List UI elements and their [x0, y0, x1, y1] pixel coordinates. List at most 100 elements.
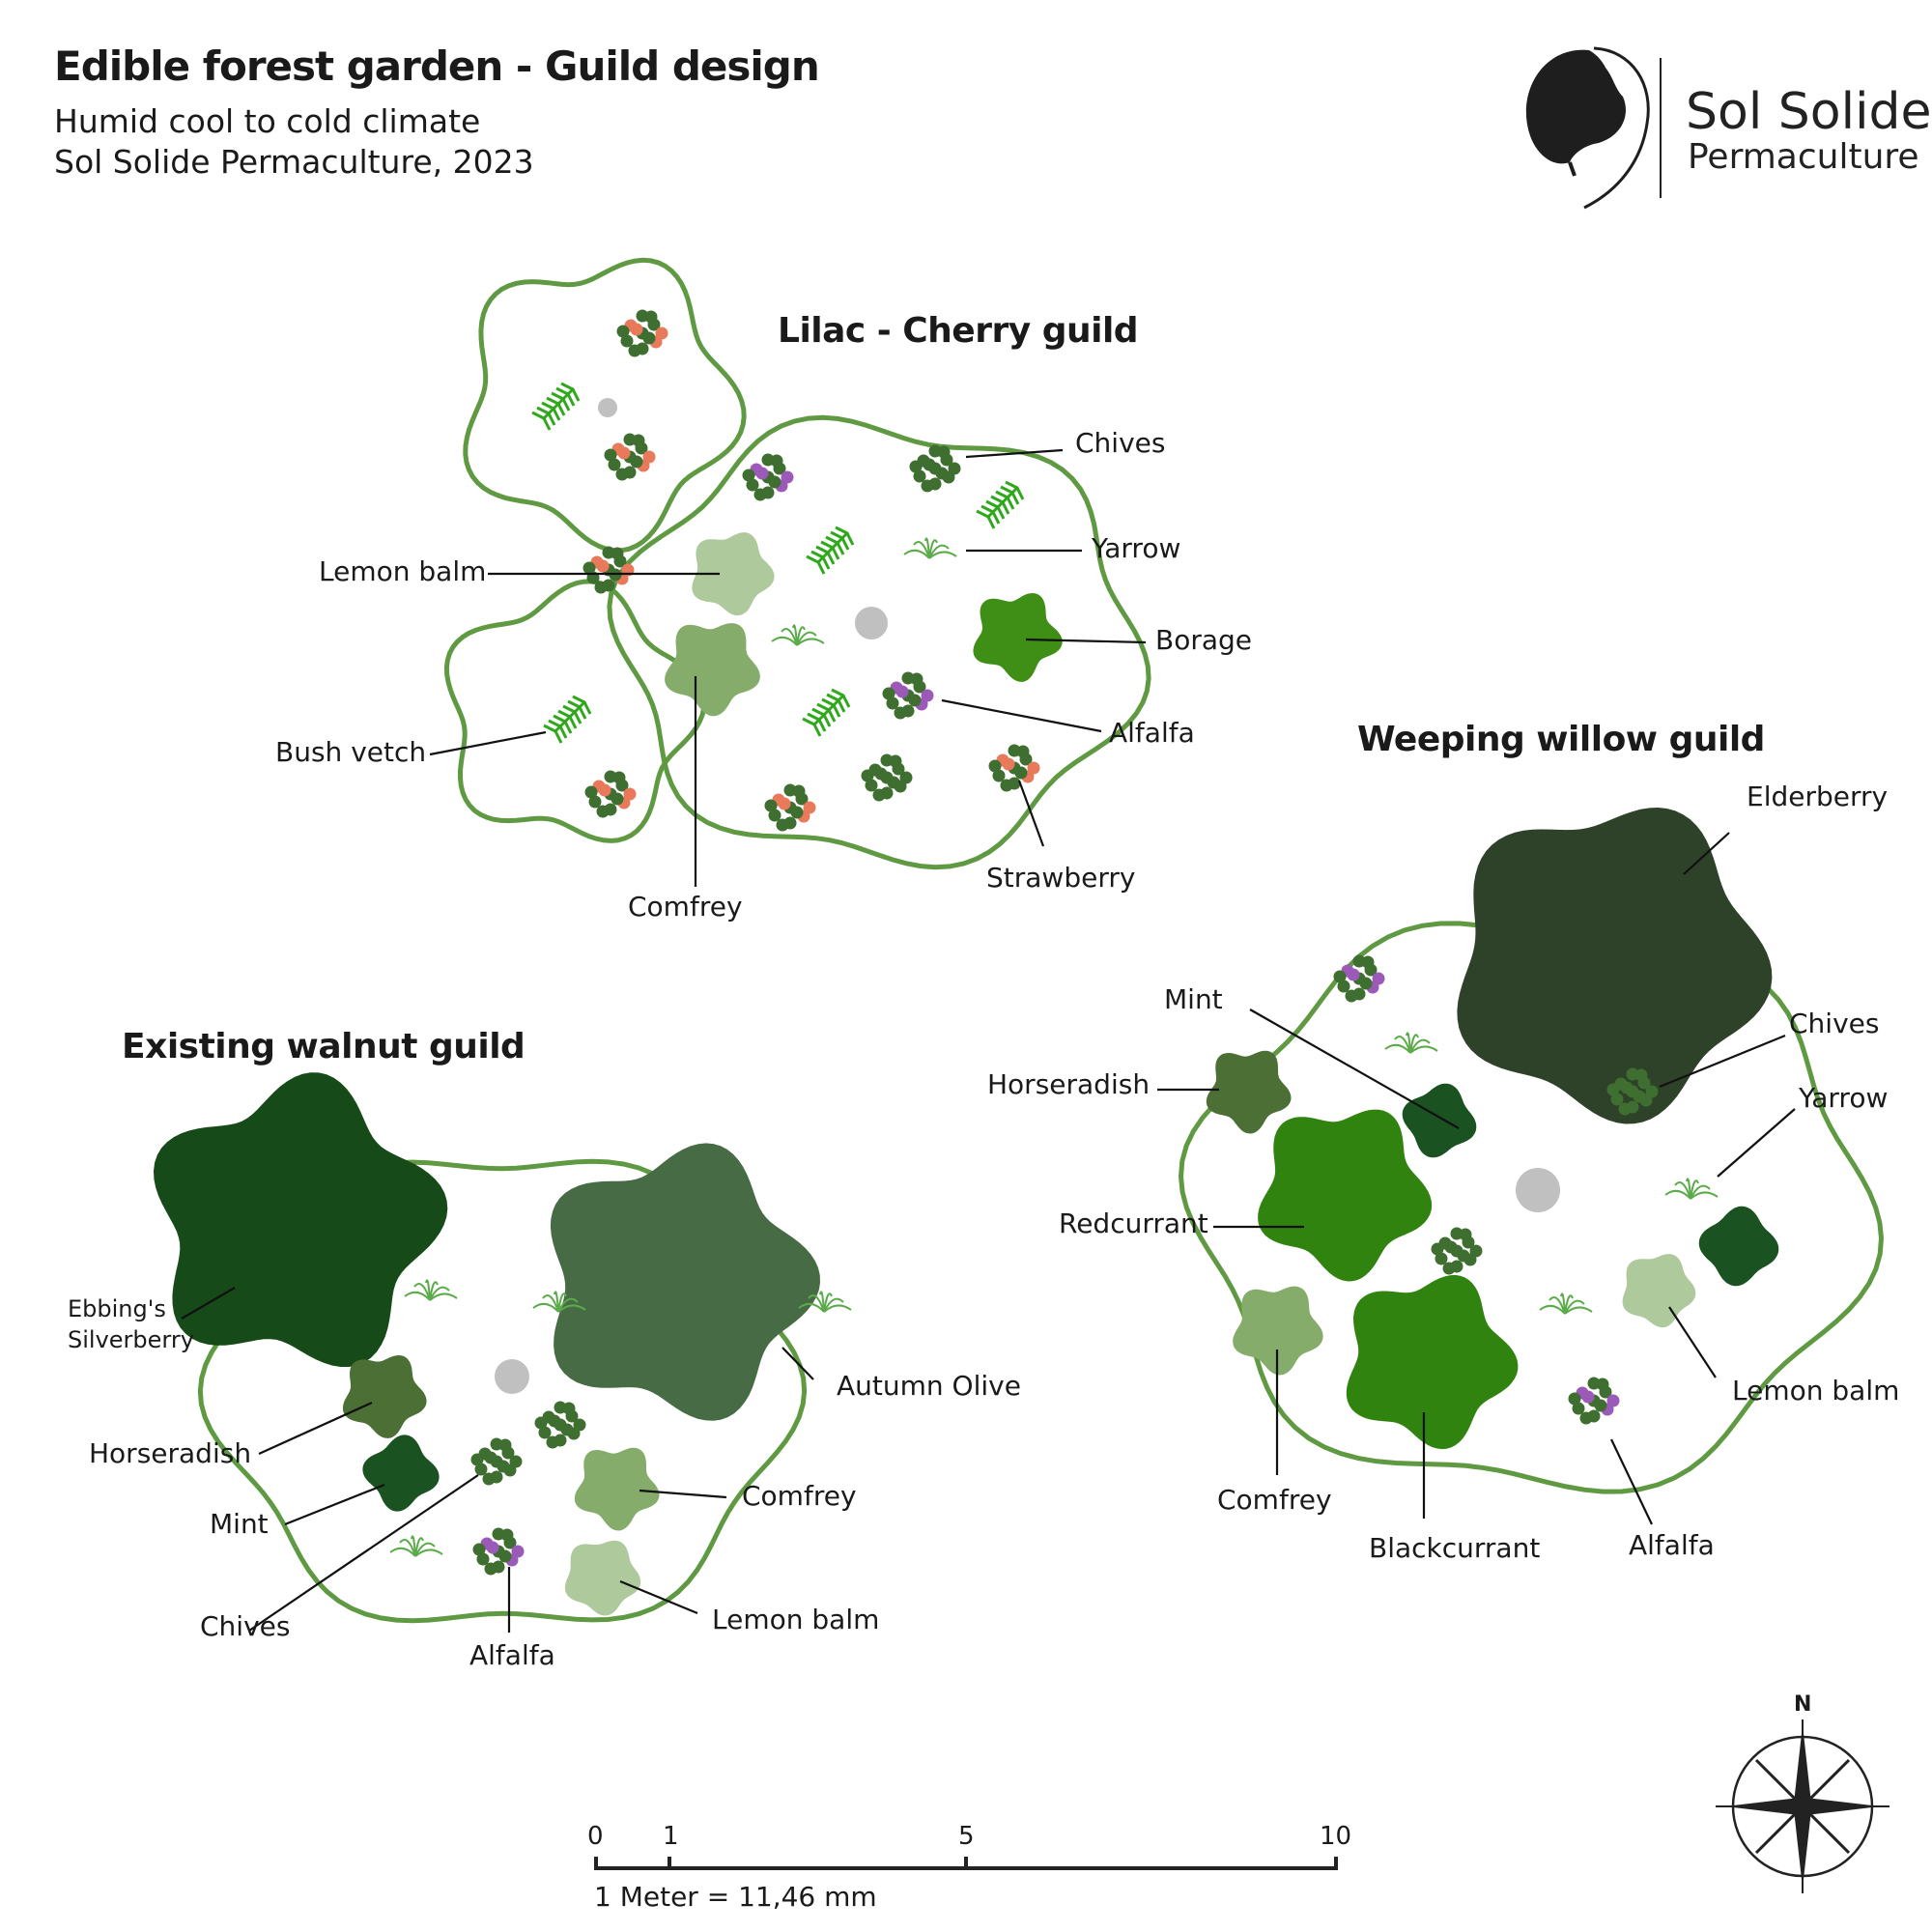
bush-vetch-fern-leaf: [837, 699, 846, 713]
chives-cluster-dot: [534, 1416, 548, 1430]
label-ebbings-line1: Ebbing's: [68, 1295, 166, 1322]
bush-vetch-fern-leaf: [556, 403, 566, 416]
label-mint-wn: Mint: [210, 1508, 269, 1540]
chives-cluster-dot: [921, 479, 934, 493]
yarrow-grass-blade: [557, 1297, 579, 1313]
leader-mint-ww: [1249, 1009, 1460, 1129]
chives-cluster-dot: [1618, 1102, 1632, 1116]
yarrow-grass-blade: [792, 624, 798, 646]
leader-alfalfa-lc: [941, 698, 1102, 733]
strawberry-cluster-dot: [596, 559, 610, 573]
alfalfa-cluster-dot: [921, 689, 934, 702]
chives-cluster: [909, 444, 961, 493]
chives-cluster-dot: [887, 776, 900, 789]
compass-north-label: N: [1794, 1692, 1812, 1717]
strawberry-cluster-dot: [588, 795, 602, 809]
yarrow-grass-blade: [429, 1293, 458, 1301]
bush-vetch-fern: [806, 526, 855, 575]
alfalfa-cluster-dot: [1345, 989, 1358, 1003]
yarrow-grass-blade: [389, 1547, 416, 1557]
label-yarrow-lc: Yarrow: [1092, 532, 1181, 564]
bush-vetch-fern-leaf: [841, 695, 851, 708]
lemon-balm-blob-lc: [692, 532, 775, 616]
yarrow-grass-blade: [1690, 1184, 1711, 1200]
label-comfrey-lc: Comfrey: [628, 891, 743, 923]
alfalfa-cluster-dot: [753, 488, 767, 501]
yarrow-grass-blade: [1384, 1043, 1411, 1054]
label-chives-lc: Chives: [1075, 427, 1166, 459]
bush-vetch-fern-leaf: [547, 412, 556, 426]
label-redcurrant-ww: Redcurrant: [1059, 1208, 1208, 1239]
bush-vetch-fern-leaf: [816, 702, 830, 712]
yarrow-grass-blade: [554, 1291, 559, 1313]
bush-vetch-fern-leaf: [531, 411, 545, 420]
leader-chives-ww: [1659, 1034, 1786, 1089]
yarrow-grass-blade: [425, 1279, 431, 1301]
strawberry-cluster-dot: [803, 801, 816, 814]
yarrow-grass-blade: [1664, 1189, 1691, 1200]
brand-tagline: Permaculture: [1688, 137, 1919, 177]
yarrow-grass-blade: [542, 1294, 559, 1313]
strawberry-cluster-dot: [620, 334, 634, 348]
yarrow-grass-blade: [414, 1542, 436, 1557]
alfalfa-cluster-dot: [1579, 1411, 1593, 1425]
strawberry-cluster-dot: [776, 818, 789, 832]
chives-cluster-dot: [899, 771, 913, 784]
leader-mint-wn: [284, 1483, 385, 1526]
bush-vetch-fern-leaf: [1006, 497, 1015, 510]
scale-tick-10: 10: [1320, 1822, 1352, 1851]
chives-cluster-dot: [509, 1455, 523, 1468]
bush-vetch-fern: [976, 480, 1025, 529]
bush-vetch-fern-leaf: [835, 526, 848, 535]
alfalfa-cluster-dot: [1606, 1394, 1620, 1407]
bush-vetch-fern-leaf: [826, 693, 839, 702]
strawberry-cluster: [616, 309, 668, 357]
bush-vetch-fern-leaf: [995, 490, 1009, 499]
label-mint-ww: Mint: [1164, 983, 1223, 1015]
strawberry-cluster-dot: [1002, 757, 1015, 771]
alfalfa-cluster-dot: [1337, 980, 1350, 993]
bush-vetch-fern-leaf: [831, 688, 844, 697]
strawberry-cluster-dot: [630, 455, 643, 469]
chives-cluster-dot: [573, 1418, 586, 1432]
alfalfa-cluster-dot: [486, 1541, 499, 1554]
chives-cluster-dot: [470, 1453, 484, 1466]
autumn-olive-blob: [550, 1143, 820, 1421]
bush-vetch-fern-leaf: [810, 550, 824, 559]
bush-vetch-fern-leaf: [821, 697, 835, 707]
strawberry-cluster-dot: [632, 434, 645, 447]
alfalfa-cluster-dot: [1572, 1402, 1585, 1415]
strawberry-cluster-dot: [1027, 761, 1040, 775]
leader-ebbings: [181, 1287, 236, 1320]
yarrow-grass-blade: [928, 551, 957, 559]
chives-cluster-dot: [874, 767, 888, 781]
horseradish-blob-ww: [1206, 1050, 1292, 1134]
bush-vetch-fern-leaf: [555, 386, 569, 396]
strawberry-cluster-dot: [1000, 779, 1013, 792]
strawberry-cluster-dot: [644, 310, 658, 324]
chives-cluster-dot: [1431, 1242, 1444, 1256]
strawberry-cluster-dot: [778, 797, 791, 810]
alfalfa-cluster: [1568, 1377, 1620, 1425]
yarrow-grass-blade: [924, 537, 930, 559]
silverberry-blob: [154, 1072, 448, 1367]
yarrow-grass-blade: [414, 1548, 443, 1557]
cherry-trunk: [855, 607, 888, 639]
yarrow-grass-blade: [1690, 1191, 1719, 1200]
alfalfa-cluster-dot: [770, 454, 783, 468]
alfalfa-cluster-dot: [476, 1552, 490, 1566]
chives-cluster-dot: [865, 779, 878, 792]
bush-vetch-fern-leaf: [831, 547, 840, 560]
strawberry-cluster-dot: [1016, 745, 1030, 758]
yarrow-grass-blade: [429, 1286, 450, 1301]
chives-cluster-dot: [913, 469, 926, 483]
yarrow-grass-blade: [796, 626, 806, 646]
yarrow-grass: [771, 624, 825, 646]
yarrow-grass-blade: [771, 636, 798, 646]
strawberry-cluster-dot: [608, 458, 621, 471]
alfalfa-cluster-dot: [746, 478, 759, 492]
blackcurrant-blob: [1346, 1274, 1519, 1450]
yarrow-grass-blade: [781, 628, 798, 646]
alfalfa-cluster-dot: [498, 1549, 512, 1563]
